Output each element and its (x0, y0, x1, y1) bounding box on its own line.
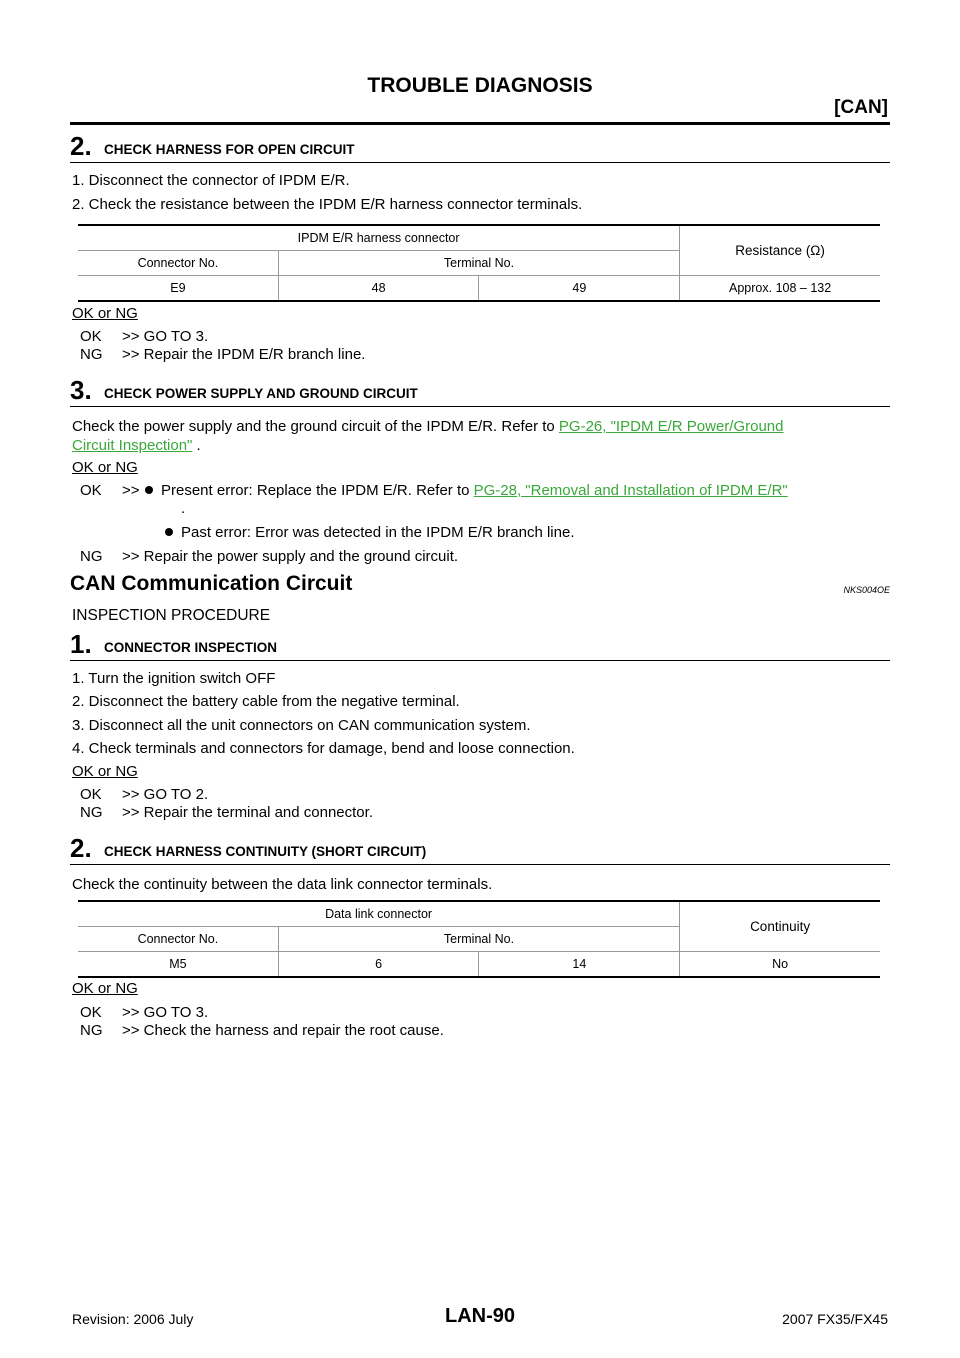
model-label: 2007 FX35/FX45 (782, 1311, 888, 1327)
table-header-connector: Connector No. (78, 926, 279, 952)
result-ng: NG>> Repair the power supply and the gro… (80, 548, 459, 565)
step-heading: 2. CHECK HARNESS FOR OPEN CIRCUIT (70, 132, 890, 163)
reference-link[interactable]: Circuit Inspection" (72, 437, 193, 454)
step-heading: 2. CHECK HARNESS CONTINUITY (SHORT CIRCU… (70, 834, 890, 865)
bullet-item: Past error: Error was detected in the IP… (165, 524, 575, 542)
procedure-label: INSPECTION PROCEDURE (72, 607, 271, 624)
table-header-connector: Connector No. (78, 250, 279, 276)
step-number: 2. (70, 131, 92, 161)
bullet-icon (145, 486, 153, 494)
table-cell: E9 (78, 275, 279, 302)
result-ok: OK>> GO TO 3. (80, 328, 209, 345)
table-cell: 6 (277, 951, 479, 978)
table-cell: 48 (277, 275, 479, 302)
page-title: TROUBLE DIAGNOSIS (367, 74, 593, 97)
ok-or-ng-label: OK or NG (72, 763, 138, 780)
result-ng: NG>> Repair the IPDM E/R branch line. (80, 346, 366, 363)
instruction-line: Check the power supply and the ground ci… (72, 418, 784, 435)
table-cell: 14 (478, 951, 680, 978)
continuity-table: Data link connector Continuity Connector… (78, 900, 880, 978)
page-number: LAN-90 (444, 1305, 515, 1327)
step-label: CHECK POWER SUPPLY AND GROUND CIRCUIT (104, 385, 418, 401)
instruction-line: Check the continuity between the data li… (72, 876, 493, 893)
step-label: CONNECTOR INSPECTION (104, 639, 278, 655)
table-group-header: Data link connector (78, 900, 680, 927)
instruction-line: 1. Disconnect the connector of IPDM E/R. (72, 172, 350, 189)
ok-or-ng-label: OK or NG (72, 980, 138, 997)
result-ok: OK>> GO TO 3. (80, 1004, 209, 1021)
bullet-continuation: . (181, 500, 186, 517)
result-ok: OK>> GO TO 2. (80, 786, 209, 803)
table-header-continuity: Continuity (679, 900, 880, 952)
result-ng: NG>> Check the harness and repair the ro… (80, 1022, 444, 1039)
instruction-line: 4. Check terminals and connectors for da… (72, 740, 575, 757)
reference-link[interactable]: PG-28, "Removal and Installation of IPDM… (473, 482, 788, 499)
step-label: CHECK HARNESS FOR OPEN CIRCUIT (104, 141, 355, 157)
step-number: 3. (70, 375, 92, 405)
table-cell: 49 (478, 275, 680, 302)
step-number: 1. (70, 629, 92, 659)
table-header-resistance: Resistance (Ω) (679, 224, 880, 276)
instruction-line: Circuit Inspection" . (72, 437, 201, 454)
table-cell: No (679, 951, 880, 978)
step-heading: 1. CONNECTOR INSPECTION (70, 630, 890, 661)
reference-link[interactable]: PG-26, "IPDM E/R Power/Ground (558, 418, 784, 435)
revision-label: Revision: 2006 July (72, 1311, 194, 1327)
table-group-header: IPDM E/R harness connector (78, 224, 680, 251)
step-heading: 3. CHECK POWER SUPPLY AND GROUND CIRCUIT (70, 376, 890, 407)
step-number: 2. (70, 833, 92, 863)
bullet-icon (165, 528, 173, 536)
result-ng: NG>> Repair the terminal and connector. (80, 804, 373, 821)
ok-or-ng-label: OK or NG (72, 305, 138, 322)
instruction-line: 3. Disconnect all the unit connectors on… (72, 717, 531, 734)
instruction-line: 2. Check the resistance between the IPDM… (72, 196, 583, 213)
section-tag: [CAN] (834, 97, 888, 118)
section-heading: CAN Communication Circuit (70, 572, 353, 595)
step-label: CHECK HARNESS CONTINUITY (SHORT CIRCUIT) (104, 843, 427, 859)
section-code: NKS004OE (843, 585, 890, 595)
bullet-item: Present error: Replace the IPDM E/R. Ref… (145, 482, 788, 500)
instruction-line: 2. Disconnect the battery cable from the… (72, 693, 460, 710)
header-rule (70, 122, 890, 125)
table-header-terminal: Terminal No. (277, 926, 680, 952)
instruction-line: 1. Turn the ignition switch OFF (72, 670, 276, 687)
table-header-terminal: Terminal No. (277, 250, 680, 276)
result-ok: OK>> (80, 482, 140, 499)
table-cell: M5 (78, 951, 279, 978)
table-cell: Approx. 108 – 132 (679, 275, 880, 302)
resistance-table: IPDM E/R harness connector Resistance (Ω… (78, 224, 880, 302)
ok-or-ng-label: OK or NG (72, 459, 138, 476)
